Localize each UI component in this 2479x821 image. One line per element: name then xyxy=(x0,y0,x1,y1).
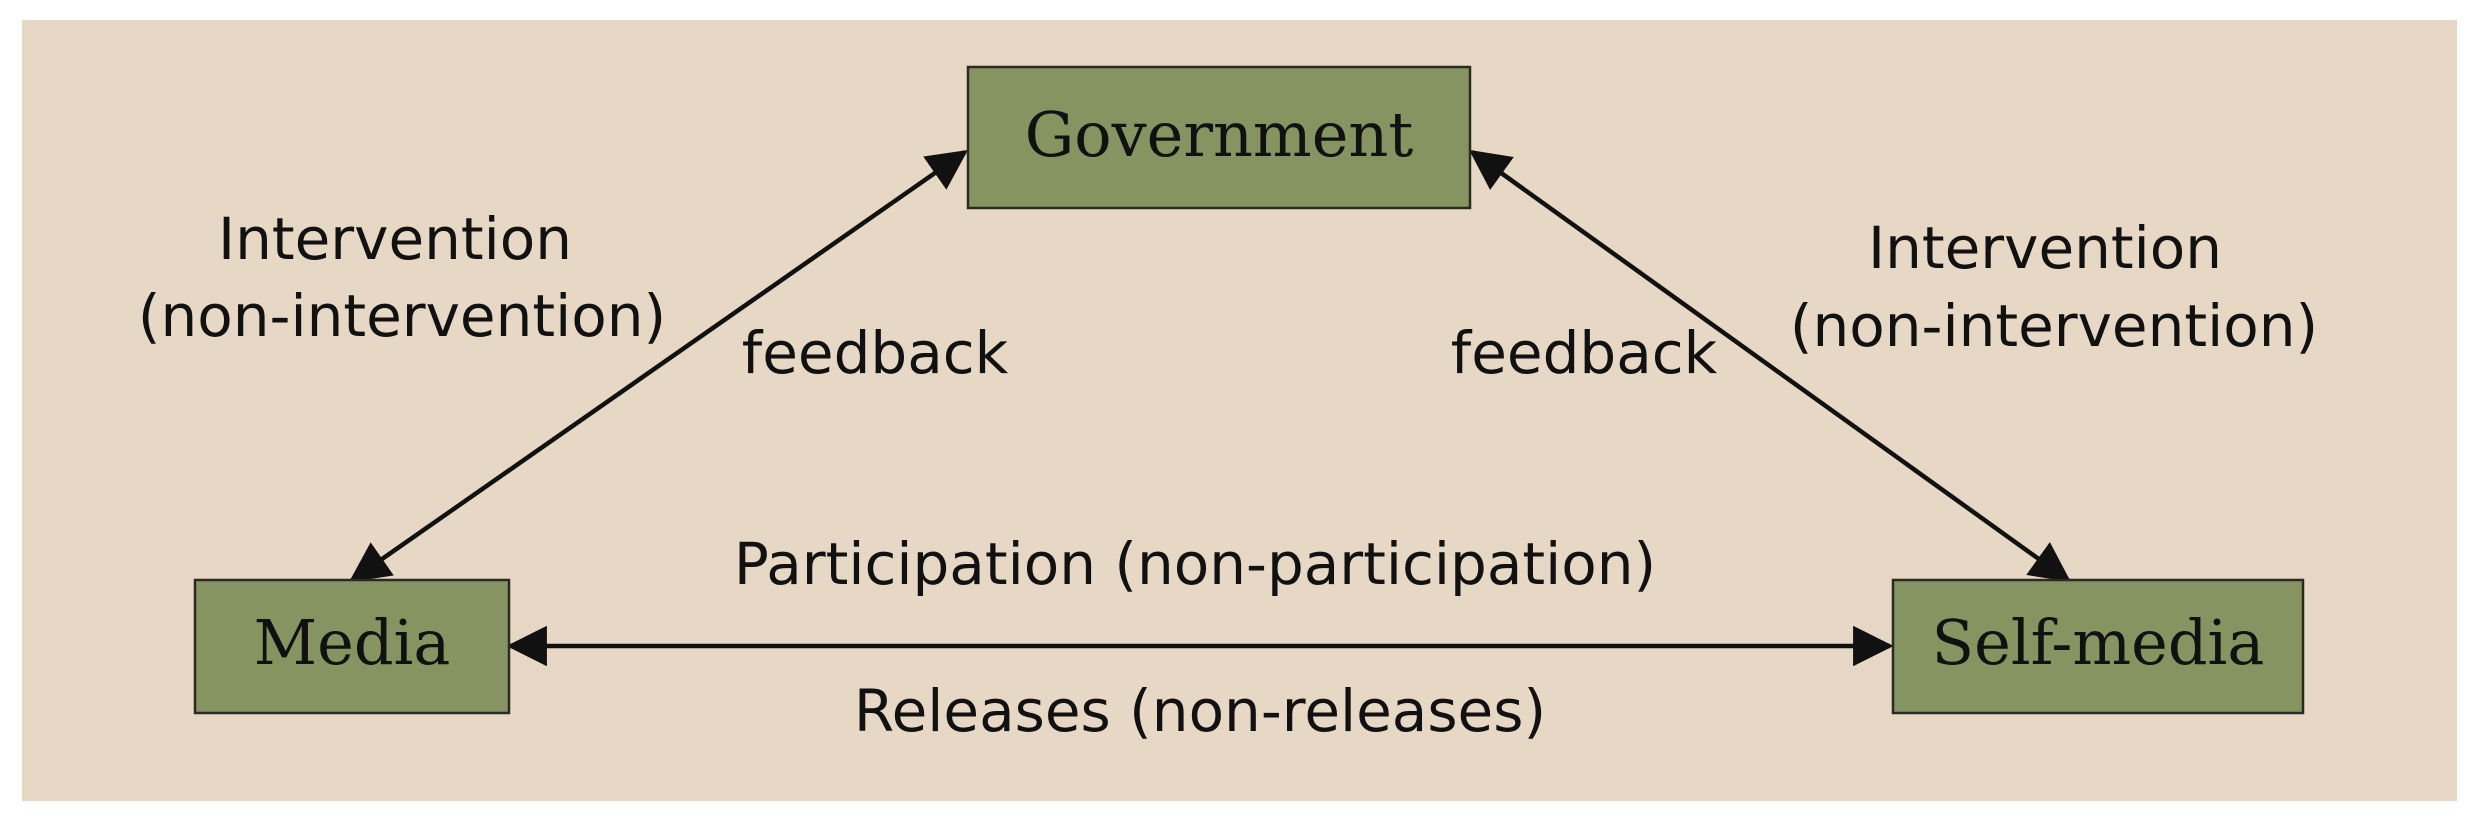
node-government-label: Government xyxy=(1025,98,1414,171)
gov-media-intervention-label: Intervention xyxy=(218,205,572,273)
node-government-box xyxy=(966,65,1472,210)
node-media: Media xyxy=(193,578,511,715)
node-self-media-label: Self-media xyxy=(1932,606,2265,679)
media-selfmedia-releases-label: Releases (non-releases) xyxy=(854,677,1546,745)
arrow-government-media xyxy=(349,149,968,583)
gov-selfmedia-intervention-label: Intervention xyxy=(1868,214,2222,282)
gov-media-feedback-label: feedback xyxy=(742,319,1009,387)
node-media-box xyxy=(193,578,511,715)
node-government: Government xyxy=(966,65,1472,210)
node-self-media-box xyxy=(1891,578,2305,715)
node-self-media: Self-media xyxy=(1891,578,2305,715)
gov-selfmedia-non-intervention-label: (non-intervention) xyxy=(1790,292,2318,360)
arrow-government-selfmedia xyxy=(1469,149,2071,583)
node-media-label: Media xyxy=(254,606,451,679)
gov-selfmedia-feedback-label: feedback xyxy=(1451,319,1718,387)
gov-media-non-intervention-label: (non-intervention) xyxy=(138,282,666,350)
media-selfmedia-participation-label: Participation (non-participation) xyxy=(734,530,1656,598)
